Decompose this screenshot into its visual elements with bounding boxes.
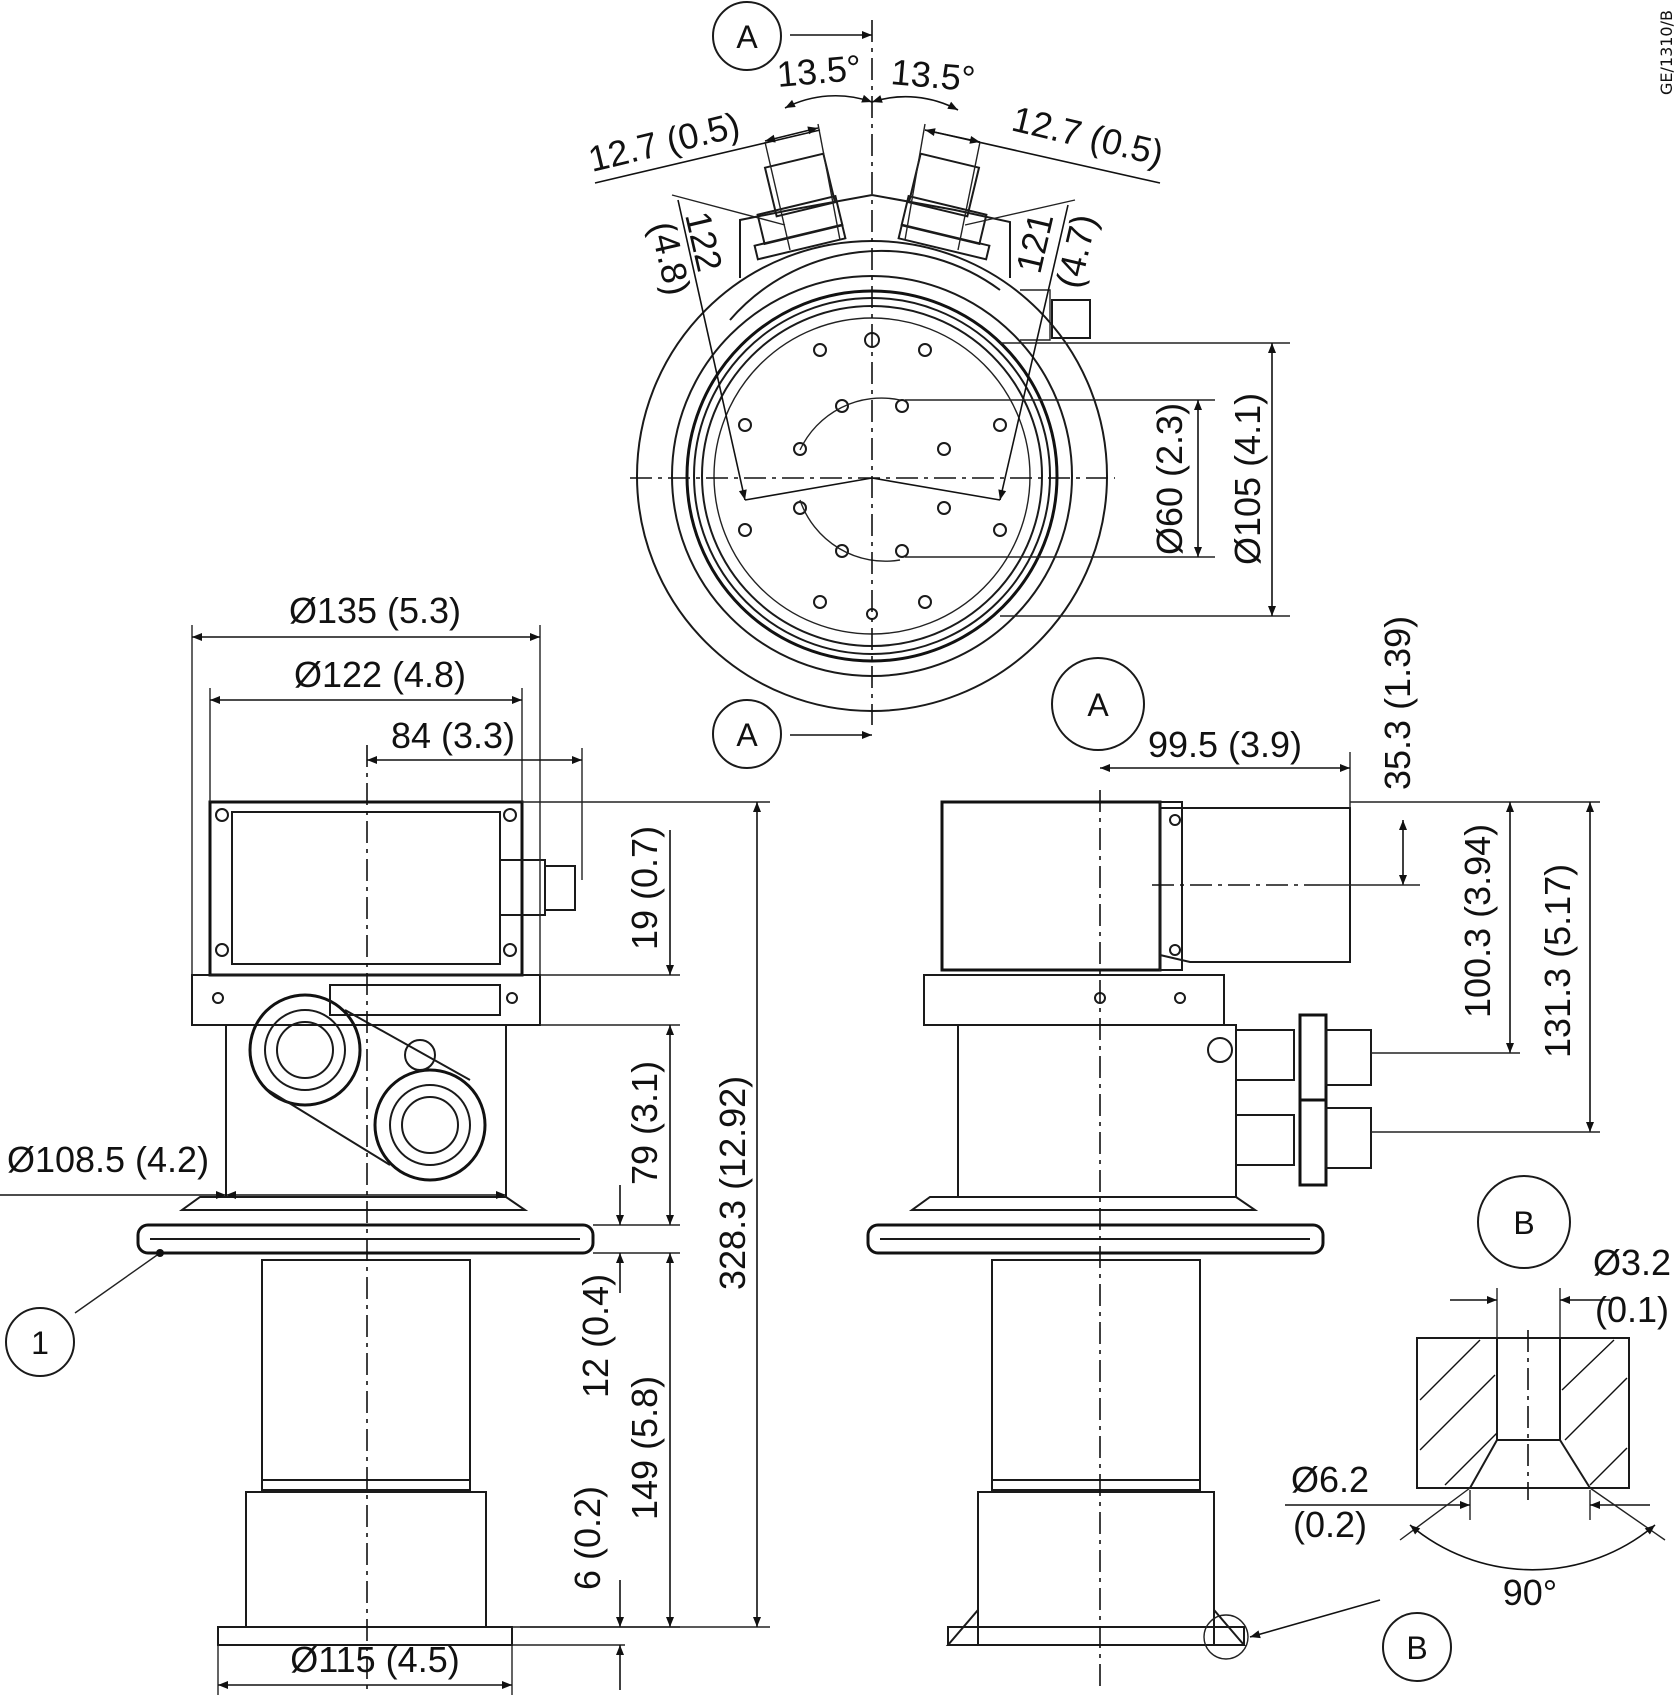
- dim-height-19: 19 (0.7): [624, 826, 665, 950]
- dim-angle-left: 13.5°: [775, 47, 863, 95]
- dim-dia-3-2-in: (0.1): [1595, 1289, 1669, 1330]
- dim-height-12: 12 (0.4): [575, 1274, 616, 1398]
- dim-height-131: 131.3 (5.17): [1537, 864, 1578, 1058]
- dim-height-149: 149 (5.8): [624, 1376, 665, 1520]
- bolt-holes: [738, 332, 1007, 620]
- detail-marker-b-bottom: B: [1382, 1612, 1452, 1682]
- front-view: [0, 625, 770, 1695]
- dim-angle-90: 90°: [1503, 1572, 1557, 1613]
- dim-dia-122: Ø122 (4.8): [294, 654, 466, 695]
- top-view: [594, 20, 1290, 739]
- dim-dia-108: Ø108.5 (4.2): [7, 1139, 209, 1180]
- dim-dia-135: Ø135 (5.3): [289, 590, 461, 631]
- svg-text:A: A: [1087, 687, 1109, 723]
- dim-width-99: 99.5 (3.9): [1148, 724, 1302, 765]
- dim-gland-right: 12.7 (0.5): [1008, 98, 1167, 174]
- section-marker-a-top: A: [712, 1, 782, 71]
- svg-text:A: A: [736, 19, 758, 55]
- dim-dia-6-2: Ø6.2: [1291, 1459, 1369, 1500]
- item-marker-1: 1: [5, 1307, 75, 1377]
- dim-dia-105: Ø105 (4.1): [1227, 393, 1268, 565]
- svg-text:B: B: [1513, 1205, 1534, 1241]
- dim-height-35: 35.3 (1.39): [1377, 616, 1418, 790]
- detail-b: [1285, 1288, 1666, 1571]
- dim-width-84: 84 (3.3): [391, 715, 515, 756]
- dim-gland-left: 12.7 (0.5): [584, 104, 743, 180]
- svg-text:B: B: [1406, 1630, 1427, 1666]
- detail-marker-b-top: B: [1477, 1175, 1571, 1269]
- dim-height-328: 328.3 (12.92): [712, 1076, 753, 1290]
- drawing-ref: GE/1310/B: [1657, 10, 1676, 95]
- dim-dia-3-2: Ø3.2: [1593, 1242, 1671, 1283]
- section-marker-a-side: A: [1051, 657, 1145, 751]
- cable-gland-right: [897, 152, 991, 261]
- svg-text:A: A: [736, 717, 758, 753]
- svg-text:1: 1: [31, 1325, 49, 1361]
- cable-gland-left: [753, 152, 847, 261]
- side-view: [866, 752, 1600, 1690]
- dim-height-6: 6 (0.2): [567, 1486, 608, 1590]
- dim-dia-6-2-in: (0.2): [1293, 1504, 1367, 1545]
- dim-dia-60: Ø60 (2.3): [1149, 403, 1190, 555]
- dim-height-79: 79 (3.1): [624, 1061, 665, 1185]
- dim-height-100: 100.3 (3.94): [1457, 824, 1498, 1018]
- hatching: [1419, 1339, 1628, 1486]
- dim-angle-right: 13.5°: [889, 51, 977, 99]
- dim-dia-115: Ø115 (4.5): [290, 1639, 459, 1680]
- section-marker-a-bottom: A: [712, 699, 782, 769]
